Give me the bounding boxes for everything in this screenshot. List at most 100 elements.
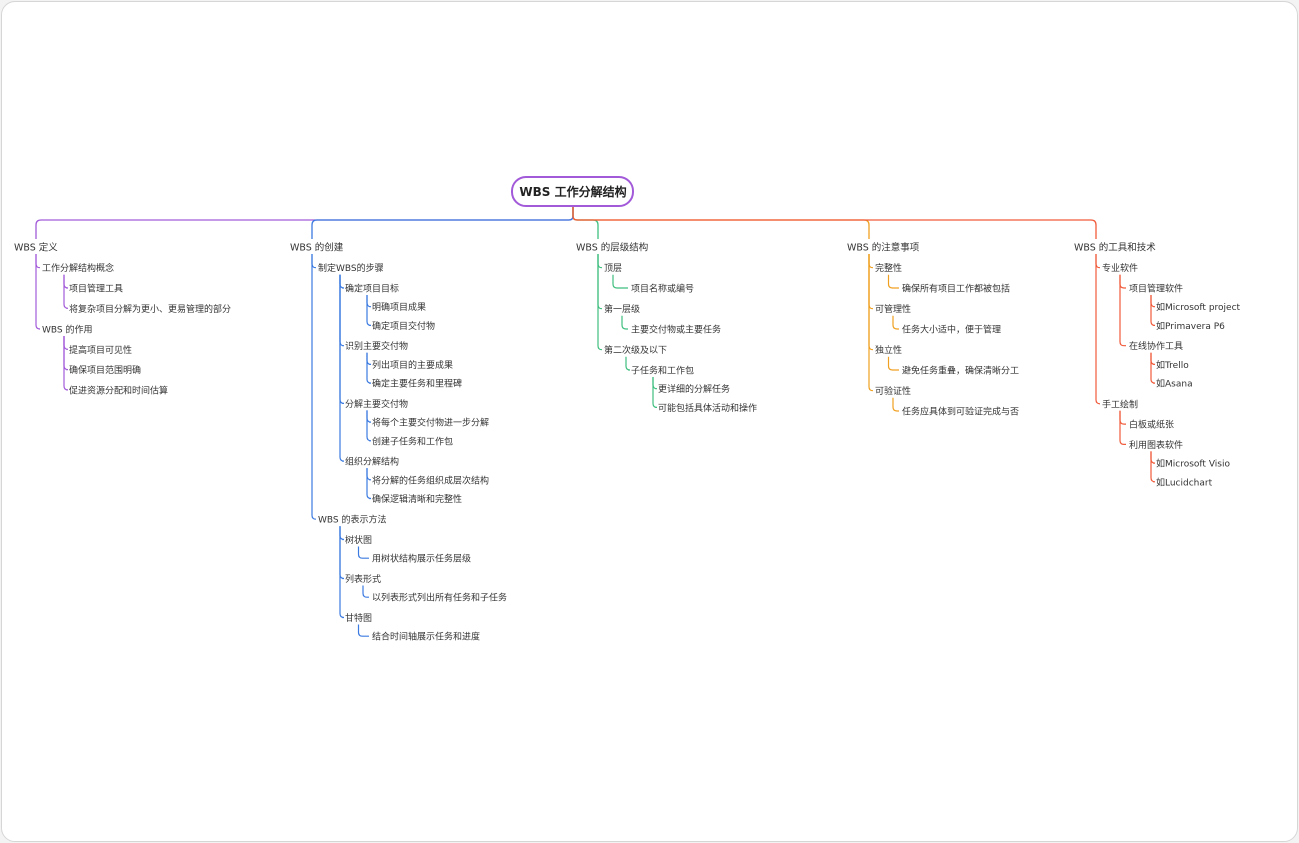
- node-b1-d3-2[interactable]: 分解主要交付物: [345, 398, 408, 410]
- node-b1-d3-0[interactable]: 确定项目目标: [345, 283, 399, 295]
- node-b1-d3-1[interactable]: 识别主要交付物: [345, 340, 408, 352]
- connector-1-2-1: [311, 254, 317, 520]
- node-b1-d4-1[interactable]: 确定主要任务和里程碑: [372, 378, 462, 390]
- node-b3-d3-0[interactable]: 任务应具体到可验证完成与否: [902, 406, 1019, 418]
- node-b1-d4-0[interactable]: 将每个主要交付物进一步分解: [372, 417, 489, 429]
- node-b1-d3-1[interactable]: 列表形式: [345, 573, 381, 585]
- connector-2-3-0: [625, 356, 631, 371]
- root-node-label: WBS 工作分解结构: [519, 184, 626, 199]
- connector-2-4-1: [652, 377, 658, 408]
- connector-3-2-3: [868, 254, 874, 392]
- node-b0-d3-0[interactable]: 提高项目可见性: [69, 344, 132, 356]
- connector-1-4-0: [357, 624, 369, 637]
- node-b3-d3-0[interactable]: 任务大小适中，便于管理: [902, 324, 1001, 336]
- connector-4-3-0: [1119, 410, 1126, 425]
- node-b4-d2-1[interactable]: 手工绘制: [1102, 398, 1138, 410]
- node-b1-d4-0[interactable]: 明确项目成果: [372, 301, 426, 313]
- connector-1-4-1: [366, 468, 372, 500]
- branch-node-0[interactable]: WBS 定义: [14, 242, 58, 254]
- node-b0-d3-2[interactable]: 促进资源分配和时间估算: [69, 384, 168, 396]
- connector-1-4-1: [366, 410, 372, 442]
- node-b3-d3-0[interactable]: 确保所有项目工作都被包括: [902, 283, 1010, 295]
- node-b3-d2-0[interactable]: 完整性: [875, 262, 902, 274]
- branch-node-2[interactable]: WBS 的层级结构: [576, 242, 648, 254]
- connector-4-4-1: [1150, 451, 1156, 483]
- node-b2-d4-0[interactable]: 更详细的分解任务: [658, 383, 730, 395]
- node-b1-d4-0[interactable]: 以列表形式列出所有任务和子任务: [372, 592, 507, 604]
- root-node-box: [511, 176, 634, 207]
- node-b4-d3-1[interactable]: 在线协作工具: [1129, 340, 1183, 352]
- node-b4-d4-0[interactable]: 如Microsoft project: [1156, 301, 1241, 313]
- node-b1-d4-1[interactable]: 确保逻辑清晰和完整性: [372, 493, 462, 505]
- node-b3-d3-0[interactable]: 避免任务重叠，确保清晰分工: [902, 365, 1019, 377]
- node-b0-d2-0[interactable]: 工作分解结构概念: [42, 262, 114, 274]
- connector-4-2-1: [1095, 254, 1101, 405]
- branch-node-1[interactable]: WBS 的创建: [290, 242, 344, 254]
- connector-0-3-1: [63, 274, 69, 309]
- connector-3-3-0: [887, 274, 899, 289]
- branch-connector-4: [572, 206, 1097, 239]
- node-b0-d3-0[interactable]: 项目管理工具: [69, 283, 123, 295]
- node-b2-d2-2[interactable]: 第二次级及以下: [604, 344, 667, 356]
- node-b2-d3-0[interactable]: 子任务和工作包: [631, 365, 694, 377]
- node-b1-d4-1[interactable]: 确定项目交付物: [372, 320, 435, 332]
- node-b0-d3-1[interactable]: 确保项目范围明确: [69, 364, 141, 376]
- node-b4-d3-1[interactable]: 利用图表软件: [1129, 439, 1183, 451]
- node-b4-d4-1[interactable]: 如Primavera P6: [1156, 320, 1225, 332]
- connector-3-3-0: [887, 356, 899, 371]
- node-b4-d4-1[interactable]: 如Lucidchart: [1156, 476, 1213, 488]
- node-b1-d4-0[interactable]: 用树状结构展示任务层级: [372, 553, 471, 565]
- branch-connector-3: [572, 206, 870, 239]
- node-b2-d3-0[interactable]: 主要交付物或主要任务: [631, 324, 721, 336]
- connector-0-2-1: [35, 254, 41, 330]
- connector-0-3-2: [63, 336, 69, 391]
- node-b3-d2-1[interactable]: 可管理性: [875, 303, 911, 315]
- branch-connector-2: [572, 206, 599, 239]
- connector-1-4-0: [357, 546, 369, 559]
- root-node[interactable]: WBS 工作分解结构: [511, 176, 634, 207]
- node-b1-d4-0[interactable]: 将分解的任务组织成层次结构: [372, 474, 489, 486]
- node-b4-d3-0[interactable]: 项目管理软件: [1129, 283, 1183, 295]
- node-b4-d4-0[interactable]: 如Microsoft Visio: [1156, 458, 1230, 470]
- node-b1-d4-1[interactable]: 创建子任务和工作包: [372, 435, 453, 447]
- connector-4-3-0: [1119, 274, 1126, 289]
- node-b1-d3-2[interactable]: 甘特图: [345, 612, 372, 624]
- connector-2-3-0: [621, 315, 628, 330]
- connector-1-4-1: [366, 352, 372, 384]
- node-b1-d2-0[interactable]: 制定WBS的步骤: [318, 262, 384, 274]
- branch-connector-1: [311, 206, 574, 239]
- branch-node-3[interactable]: WBS 的注意事项: [847, 242, 920, 254]
- connector-4-3-1: [1119, 274, 1126, 347]
- connector-1-3-2: [339, 526, 345, 619]
- branch-connector-0: [35, 206, 574, 239]
- node-b0-d2-1[interactable]: WBS 的作用: [42, 324, 93, 336]
- connector-1-3-3: [339, 274, 345, 462]
- node-b4-d2-0[interactable]: 专业软件: [1102, 262, 1138, 274]
- node-b4-d4-1[interactable]: 如Asana: [1156, 378, 1193, 390]
- node-b2-d2-1[interactable]: 第一层级: [604, 303, 640, 315]
- connectors-layer: [35, 206, 1156, 637]
- connector-1-4-1: [366, 295, 372, 326]
- connector-2-2-2: [597, 254, 603, 351]
- node-b0-d3-1[interactable]: 将复杂项目分解为更小、更易管理的部分: [69, 303, 231, 315]
- node-b3-d2-2[interactable]: 独立性: [875, 344, 902, 356]
- node-b1-d3-0[interactable]: 树状图: [345, 534, 372, 546]
- connector-4-4-1: [1150, 295, 1156, 326]
- branch-node-4[interactable]: WBS 的工具和技术: [1074, 242, 1156, 254]
- connector-2-3-0: [612, 274, 628, 289]
- node-b3-d2-3[interactable]: 可验证性: [875, 385, 911, 397]
- node-b4-d3-0[interactable]: 白板或纸张: [1129, 419, 1174, 431]
- node-b2-d3-0[interactable]: 项目名称或编号: [631, 283, 694, 295]
- connector-4-4-1: [1150, 352, 1156, 384]
- node-b1-d4-0[interactable]: 列出项目的主要成果: [372, 359, 453, 371]
- node-b2-d2-0[interactable]: 顶层: [604, 263, 622, 274]
- connector-3-3-0: [892, 397, 899, 412]
- node-b1-d2-1[interactable]: WBS 的表示方法: [318, 514, 387, 526]
- node-b2-d4-1[interactable]: 可能包括具体活动和操作: [658, 402, 757, 414]
- node-b1-d4-0[interactable]: 结合时间轴展示任务和进度: [372, 631, 480, 643]
- node-b4-d4-0[interactable]: 如Trello: [1156, 359, 1189, 371]
- connector-4-3-1: [1119, 410, 1126, 445]
- node-b1-d3-3[interactable]: 组织分解结构: [345, 456, 399, 468]
